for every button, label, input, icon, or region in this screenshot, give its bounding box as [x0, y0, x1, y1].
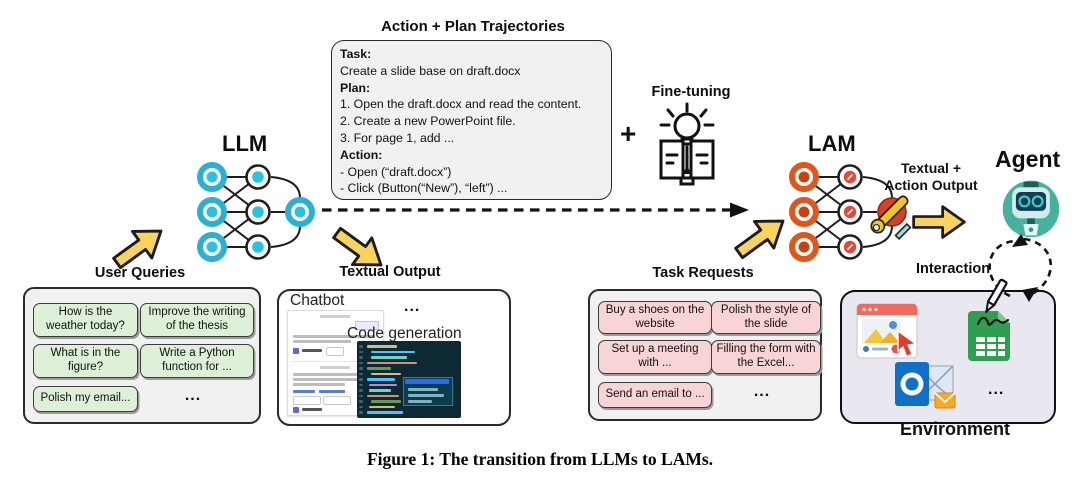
- plan-step: 3. For page 1, add ...: [340, 130, 455, 145]
- code-generation-label: Code generation: [347, 325, 462, 342]
- plan-step: 1. Open the draft.docx and read the cont…: [340, 97, 582, 112]
- lam-input-nodes: [789, 162, 819, 262]
- action-label: Action:: [340, 147, 383, 162]
- query-chip: Polish my email...: [33, 386, 138, 412]
- outlook-icon: [895, 362, 956, 409]
- tools-icon: [870, 195, 912, 241]
- task-text: Create a slide base on draft.docx: [340, 63, 521, 78]
- trajectories-title: Action + Plan Trajectories: [381, 18, 565, 35]
- task-chip: Send an email to ...: [598, 382, 712, 408]
- user-queries-title: User Queries: [94, 265, 186, 281]
- fine-tuning-label: Fine-tuning: [651, 84, 731, 100]
- environment-label: Environment: [899, 419, 1010, 439]
- llm-network-icon: [197, 162, 315, 262]
- task-chip: Buy a shoes on the website: [598, 301, 712, 334]
- textual-action-output-label: Textual + Action Output: [884, 160, 978, 193]
- llm-input-nodes: [197, 162, 227, 262]
- textual-output-ellipsis: ...: [404, 298, 421, 315]
- query-chip: How is the weather today?: [33, 303, 138, 337]
- task-chip: Set up a meeting with ...: [598, 340, 712, 374]
- trajectories-box: Task: Create a slide base on draft.docx …: [331, 40, 612, 200]
- queries-to-llm-arrow: [112, 229, 163, 270]
- agent-robot-icon: [1002, 180, 1060, 238]
- code-editor-screenshot: [357, 341, 461, 418]
- transition-dashed-arrow: [322, 202, 749, 218]
- agent-label: Agent: [995, 146, 1061, 172]
- lam-to-agent-arrow: [912, 205, 966, 239]
- query-chip: Improve the writing of the thesis: [140, 303, 254, 337]
- query-chip: What is in the figure?: [33, 344, 138, 378]
- tasks-to-lam-arrow: [734, 219, 785, 260]
- task-requests-title: Task Requests: [652, 265, 754, 281]
- llm-hidden-nodes: [245, 164, 271, 260]
- lam-hidden-nodes: [837, 164, 863, 260]
- book-lightbulb-icon: [659, 102, 715, 186]
- action-step: - Open (“draft.docx”): [340, 164, 452, 179]
- query-ellipsis: ...: [184, 387, 202, 404]
- plan-step: 2. Create a new PowerPoint file.: [340, 114, 516, 129]
- plus-sign: +: [620, 118, 637, 149]
- interaction-label: Interaction: [915, 261, 991, 277]
- interaction-loop-arrows: [988, 234, 1052, 302]
- task-chip: Filling the form with the Excel...: [711, 340, 821, 374]
- task-ellipsis: ...: [753, 383, 771, 400]
- chatbot-label: Chatbot: [290, 292, 345, 309]
- lam-label: LAM: [808, 131, 856, 156]
- plan-label: Plan:: [340, 80, 371, 95]
- textual-output-title: Textual Output: [339, 264, 441, 280]
- task-label: Task:: [340, 47, 372, 61]
- task-chip: Polish the style of the slide: [711, 301, 821, 334]
- llm-to-output-arrow: [332, 226, 383, 267]
- pen-icon: [976, 278, 1010, 326]
- llm-output-node: [285, 197, 315, 227]
- environment-ellipsis: ...: [988, 381, 1005, 398]
- llm-label: LLM: [222, 131, 268, 156]
- action-step: - Click (Button(“New”), “left”) ...: [340, 181, 508, 196]
- figure-caption: Figure 1: The transition from LLMs to LA…: [366, 449, 714, 469]
- lam-network-icon: [789, 162, 912, 262]
- cursor-icon: [897, 331, 918, 358]
- query-chip: Write a Python function for ...: [140, 344, 254, 378]
